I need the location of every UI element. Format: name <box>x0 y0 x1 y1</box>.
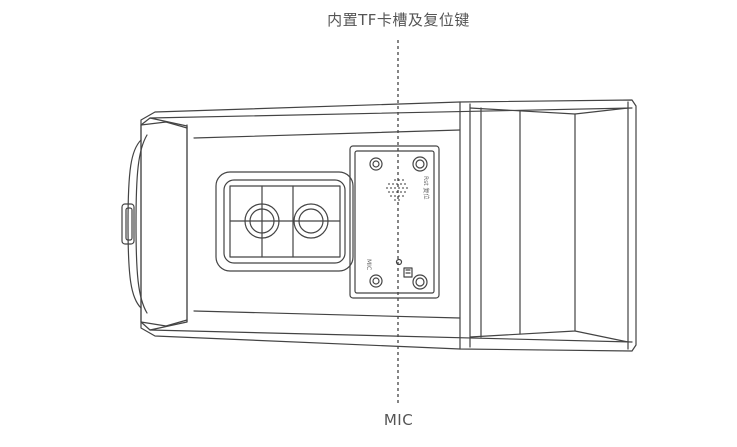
mount-base <box>215 171 354 272</box>
access-panel <box>349 145 440 299</box>
front-bezel <box>127 117 188 331</box>
mic-callout: MIC <box>383 411 414 429</box>
reset-label: Rst 复位 <box>422 176 430 200</box>
sunshield <box>469 107 629 343</box>
mic-small-label: MIC <box>365 259 372 270</box>
front-knob <box>121 203 135 245</box>
speaker-grill <box>386 179 408 201</box>
camera-body <box>140 99 637 352</box>
tf-slot-reset-callout: 内置TF卡槽及复位键 <box>327 11 470 29</box>
